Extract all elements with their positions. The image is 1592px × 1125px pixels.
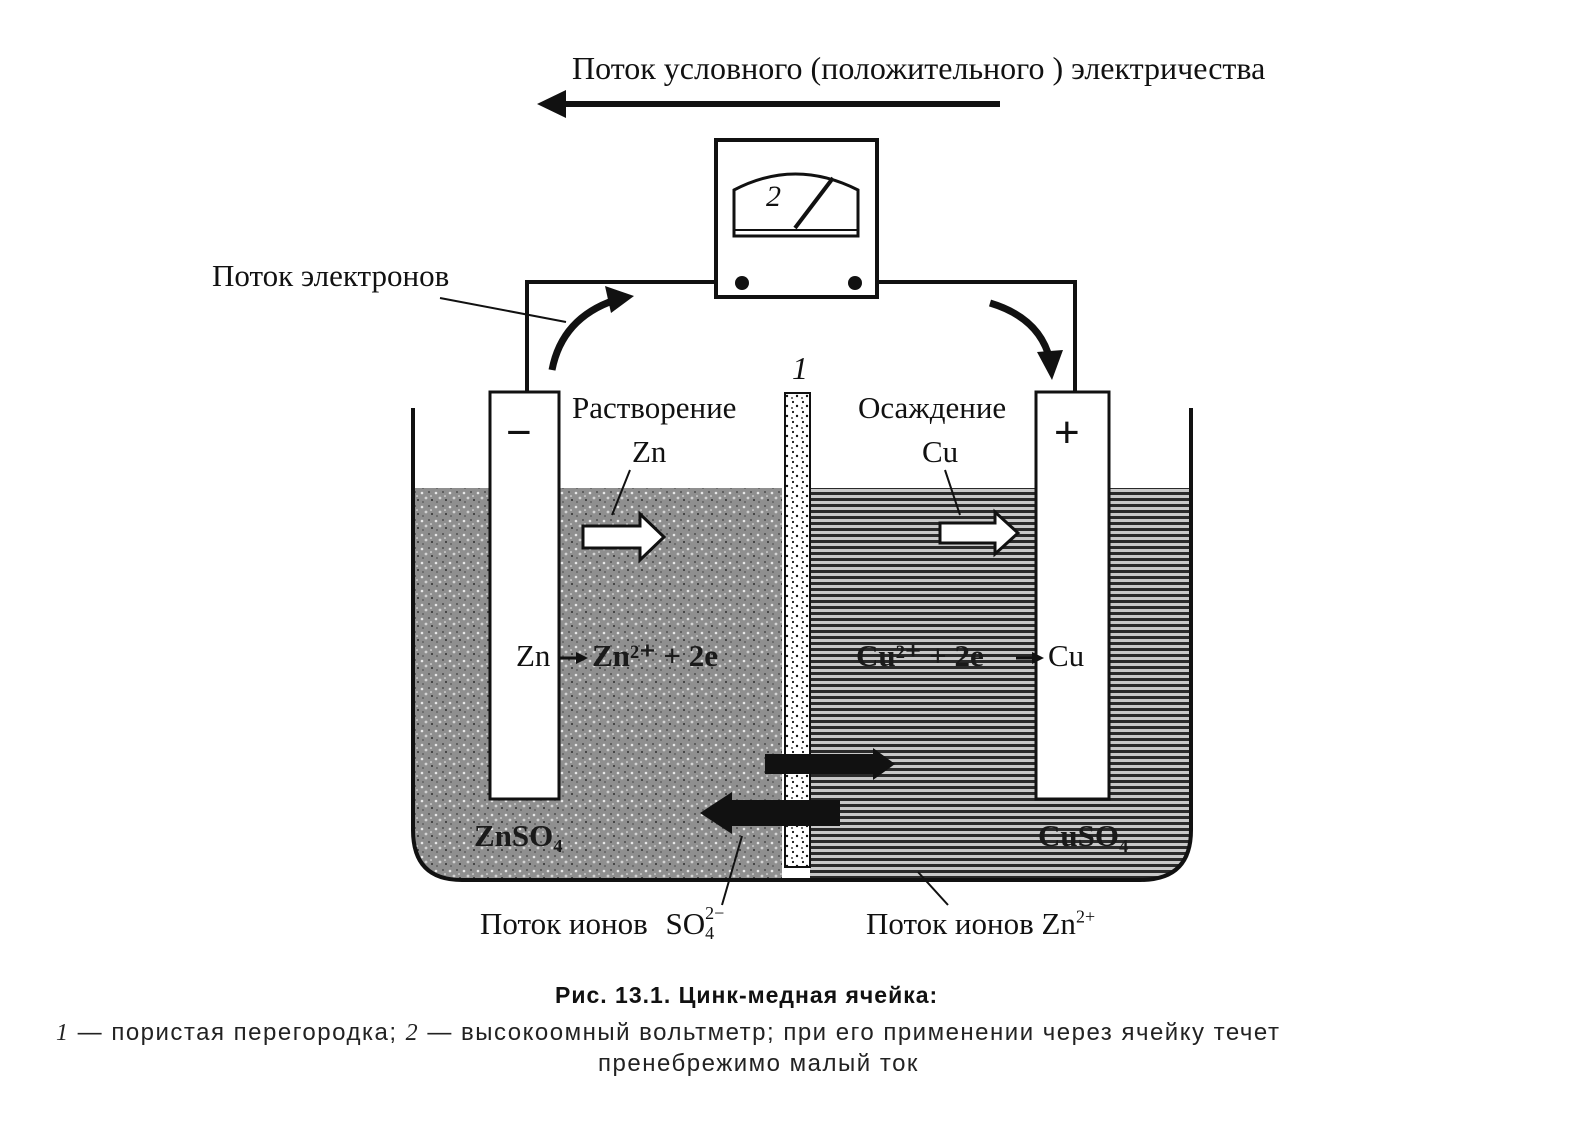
dissolution-arrow [581, 510, 667, 564]
zinc-electrode [488, 390, 561, 801]
sulfate-charge: 2− [705, 903, 725, 923]
figure-caption-line-2: пренебрежимо малый ток [598, 1050, 919, 1077]
caption-item-1-text: — пористая перегородка; [69, 1019, 406, 1046]
sulfate-ion: SO [665, 906, 706, 941]
anode-reaction: Zn²⁺ + 2e [592, 638, 718, 673]
voltmeter [714, 138, 879, 299]
anode-sign: − [506, 408, 532, 457]
deposition-arrow [938, 508, 1021, 558]
caption-item-2-text: — высокоомный вольтметр; при его примене… [419, 1019, 1281, 1046]
dissolution-zn-label: Zn [632, 434, 667, 469]
porous-partition [784, 392, 811, 868]
deposition-cu-label: Cu [922, 434, 959, 469]
voltmeter-number: 2 [766, 180, 781, 213]
sulfate-flow-prefix: Поток ионов [480, 906, 648, 941]
zn-flow-prefix: Поток ионов Zn [866, 906, 1076, 941]
cu-pointer [944, 469, 961, 516]
sulfate-flow-pointer [721, 835, 743, 906]
electron-flow-arrow-right [988, 299, 1063, 380]
figure-caption-line-1: 1 — пористая перегородка; 2 — высокоомны… [56, 1019, 1280, 1047]
electron-flow-pointer [439, 297, 567, 323]
partition-number: 1 [792, 350, 808, 386]
caption-item-1-number: 1 [56, 1020, 70, 1046]
cathode-reaction: Cu²⁺ + 2e [856, 638, 984, 673]
electron-flow-arrow-left [548, 286, 634, 371]
figure-caption-title: Рис. 13.1. Цинк-медная ячейка: [555, 982, 939, 1008]
zn-charge: 2+ [1075, 906, 1096, 927]
beaker [411, 408, 1193, 882]
sulfate-subscript: 4 [705, 923, 715, 943]
cathode-reaction-cu: Cu [1048, 638, 1085, 673]
electron-flow-label: Поток электронов [212, 258, 450, 293]
conventional-current-label: Поток условного (положительного ) электр… [572, 50, 1266, 86]
anode-reaction-zn: Zn [516, 638, 551, 673]
zn-pointer [611, 469, 631, 516]
deposition-label: Осаждение [858, 390, 1007, 425]
zn-ion-flow-label: Поток ионов Zn2+ [866, 906, 1095, 942]
zn-flow-pointer [917, 871, 949, 906]
cuso4-label: CuSO₄ [1038, 818, 1129, 853]
right-reaction-arrow [1016, 652, 1044, 664]
zn-ion-flow-arrow [765, 748, 895, 780]
sulfate-ion-flow-arrow [700, 792, 840, 834]
dissolution-label: Растворение [572, 390, 737, 425]
znso4-label: ZnSO₄ [474, 818, 563, 853]
copper-electrode [1034, 390, 1111, 801]
caption-item-2-number: 2 [405, 1020, 420, 1046]
left-reaction-arrow [560, 652, 588, 664]
conventional-current-arrow [537, 90, 1000, 118]
cathode-sign: + [1054, 408, 1080, 457]
